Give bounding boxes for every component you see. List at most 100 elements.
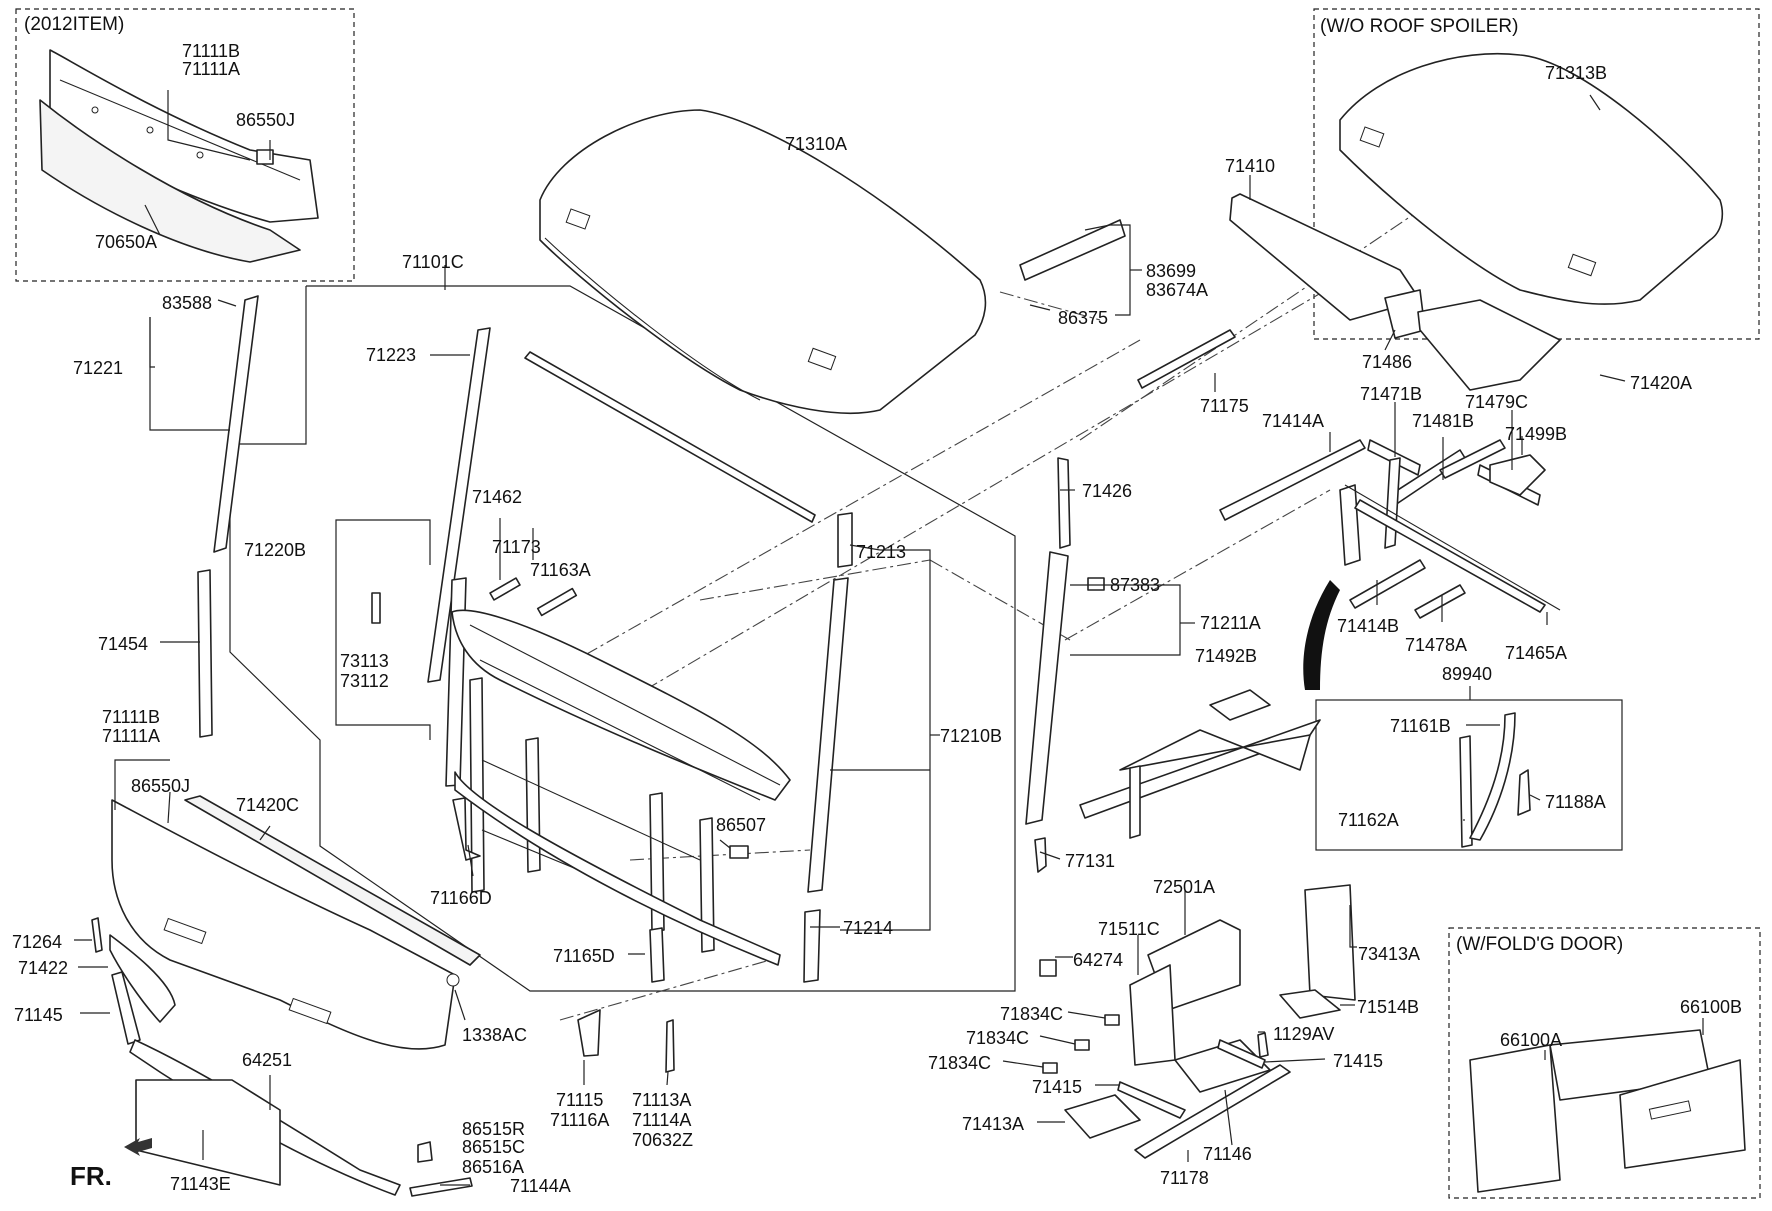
pillar-71221-drawing bbox=[213, 295, 259, 553]
label-66100a: 66100A bbox=[1500, 1030, 1562, 1050]
label-72501a: 72501A bbox=[1153, 877, 1215, 897]
label-89940: 89940 bbox=[1442, 664, 1492, 684]
front-direction-label: FR. bbox=[70, 1161, 112, 1191]
label-86550j-top: 86550J bbox=[236, 110, 295, 130]
lower-bumper-drawing bbox=[91, 795, 481, 1197]
label-86515r: 86515R bbox=[462, 1119, 525, 1139]
pillar-71211a-drawing bbox=[1025, 457, 1105, 873]
label-71310a: 71310A bbox=[785, 134, 847, 154]
label-64251: 64251 bbox=[242, 1050, 292, 1070]
label-71114a: 71114A bbox=[632, 1110, 691, 1130]
label-1338ac: 1338AC bbox=[462, 1025, 527, 1045]
label-71115: 71115 bbox=[556, 1090, 603, 1110]
label-71414a: 71414A bbox=[1262, 411, 1324, 431]
label-71264: 71264 bbox=[12, 932, 62, 952]
parts-89940-drawing bbox=[1459, 712, 1531, 848]
label-71413a: 71413A bbox=[962, 1114, 1024, 1134]
reference-lines bbox=[559, 209, 1421, 1021]
label-71415-right: 71415 bbox=[1333, 1051, 1383, 1071]
bumper-2012-item-drawing bbox=[39, 49, 319, 263]
label-71471b: 71471B bbox=[1360, 384, 1422, 404]
label-71420c: 71420C bbox=[236, 795, 299, 815]
label-71162a: 71162A bbox=[1338, 810, 1399, 830]
label-71478a: 71478A bbox=[1405, 635, 1467, 655]
label-71834c-1: 71834C bbox=[1000, 1004, 1063, 1024]
label-71211a: 71211A bbox=[1200, 613, 1261, 633]
fold-door-panels-drawing bbox=[1469, 1029, 1746, 1193]
label-64274: 64274 bbox=[1073, 950, 1123, 970]
cross-members-right bbox=[1219, 439, 1561, 690]
label-87383: 87383 bbox=[1110, 575, 1160, 595]
label-71479c: 71479C bbox=[1465, 392, 1528, 412]
label-71221: 71221 bbox=[73, 358, 123, 378]
label-71426: 71426 bbox=[1082, 481, 1132, 501]
label-86507: 86507 bbox=[716, 815, 766, 835]
label-73413a: 73413A bbox=[1358, 944, 1420, 964]
label-71175: 71175 bbox=[1200, 396, 1249, 416]
box-wo-roof-spoiler-title: (W/O ROOF SPOILER) bbox=[1320, 16, 1518, 37]
label-77131: 77131 bbox=[1065, 851, 1115, 871]
label-71220b: 71220B bbox=[244, 540, 306, 560]
lower-right-parts-drawing bbox=[1039, 884, 1356, 1159]
pillar-71454-drawing bbox=[197, 569, 213, 738]
front-frame-71101c-drawing bbox=[451, 609, 791, 966]
leader-lines bbox=[74, 90, 1704, 1186]
label-71481b: 71481B bbox=[1412, 411, 1474, 431]
assembly-outline-71101c bbox=[229, 285, 1016, 992]
box-89940 bbox=[1315, 699, 1623, 851]
label-71415-left: 71415 bbox=[1032, 1077, 1082, 1097]
roof-rail-strip bbox=[524, 351, 816, 523]
floor-member-71492b-drawing bbox=[1079, 689, 1321, 839]
part-labels: 71111B 71111A 86550J 70650A 71101C 83588… bbox=[12, 41, 1742, 1196]
label-71101c: 71101C bbox=[402, 252, 464, 272]
upright-71213-drawing bbox=[803, 512, 853, 983]
label-70632z: 70632Z bbox=[632, 1130, 693, 1150]
label-71462: 71462 bbox=[472, 487, 522, 507]
wiring-shadow bbox=[1303, 580, 1340, 690]
label-71111a-top: 71111A bbox=[182, 59, 240, 79]
label-71143e: 71143E bbox=[170, 1174, 231, 1194]
label-66100b: 66100B bbox=[1680, 997, 1742, 1017]
label-71144a: 71144A bbox=[510, 1176, 571, 1196]
front-arrow-icon bbox=[124, 1138, 152, 1156]
label-71188a: 71188A bbox=[1545, 792, 1606, 812]
label-71414b: 71414B bbox=[1337, 616, 1399, 636]
label-71161b: 71161B bbox=[1390, 716, 1451, 736]
box-wfold-door bbox=[1448, 927, 1761, 1199]
label-86515c: 86515C bbox=[462, 1137, 525, 1157]
label-71165d: 71165D bbox=[553, 946, 615, 966]
label-71146: 71146 bbox=[1203, 1144, 1252, 1164]
label-71486: 71486 bbox=[1362, 352, 1412, 372]
label-71213: 71213 bbox=[856, 542, 906, 562]
label-70650a: 70650A bbox=[95, 232, 157, 252]
label-71499b: 71499B bbox=[1505, 424, 1567, 444]
label-83674a: 83674A bbox=[1146, 280, 1208, 300]
label-71420a: 71420A bbox=[1630, 373, 1692, 393]
label-83699: 83699 bbox=[1146, 261, 1196, 281]
label-71163a: 71163A bbox=[530, 560, 591, 580]
label-71834c-2: 71834C bbox=[966, 1028, 1029, 1048]
label-86375: 86375 bbox=[1058, 308, 1108, 328]
label-71111a-lower: 71111A bbox=[102, 726, 160, 746]
label-71166d: 71166D bbox=[430, 888, 492, 908]
label-71514b: 71514B bbox=[1357, 997, 1419, 1017]
roof-panel-71313b-drawing bbox=[1339, 52, 1724, 305]
box-wfold-door-title: (W/FOLD'G DOOR) bbox=[1456, 934, 1623, 955]
label-71210b: 71210B bbox=[940, 726, 1002, 746]
label-71410: 71410 bbox=[1225, 156, 1275, 176]
label-71111b-lower: 71111B bbox=[102, 707, 160, 727]
label-71492b: 71492B bbox=[1195, 646, 1257, 666]
label-71178: 71178 bbox=[1160, 1168, 1209, 1188]
label-71834c-3: 71834C bbox=[928, 1053, 991, 1073]
label-86516a: 86516A bbox=[462, 1157, 524, 1177]
label-71313b: 71313B bbox=[1545, 63, 1607, 83]
label-71223: 71223 bbox=[366, 345, 416, 365]
label-71111b-top: 71111B bbox=[182, 41, 240, 61]
label-71113a: 71113A bbox=[632, 1090, 691, 1110]
label-71465a: 71465A bbox=[1505, 643, 1567, 663]
label-71116a: 71116A bbox=[550, 1110, 609, 1130]
label-71511c: 71511C bbox=[1098, 919, 1160, 939]
label-71145: 71145 bbox=[14, 1005, 63, 1025]
label-1129av: 1129AV bbox=[1273, 1024, 1334, 1044]
